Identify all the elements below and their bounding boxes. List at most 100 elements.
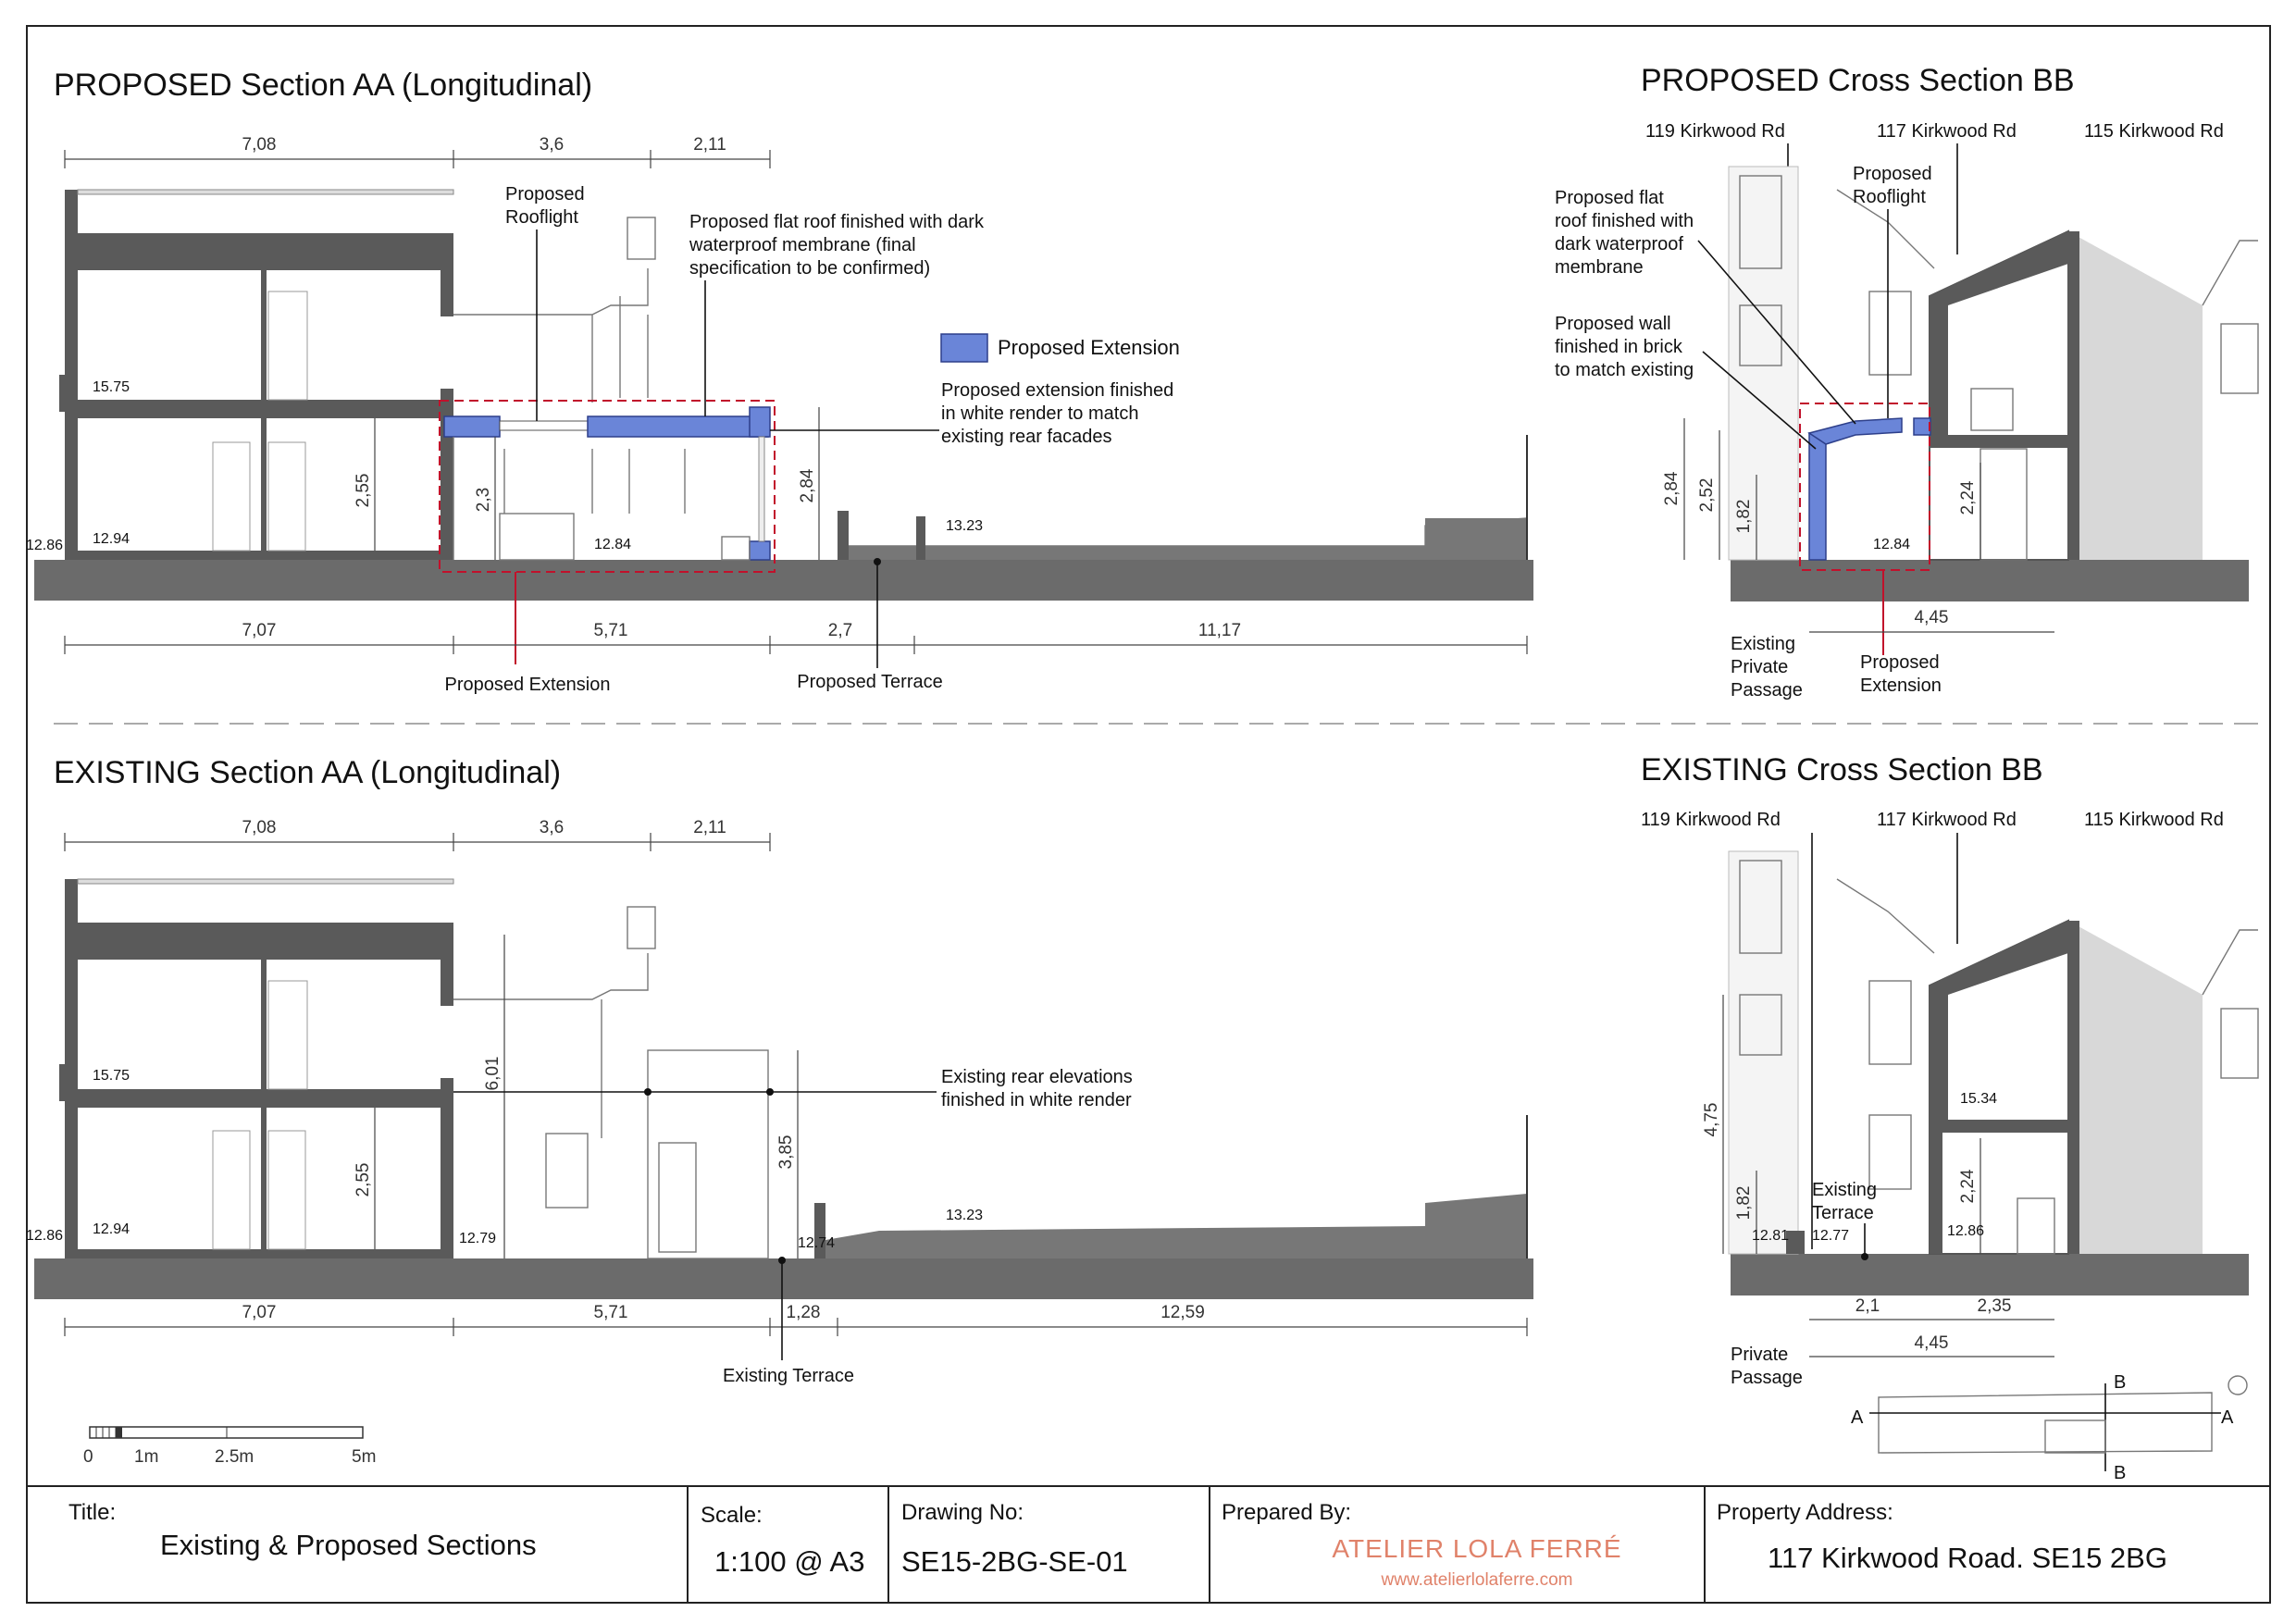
sheet-border (26, 25, 2271, 1604)
dim-label: 7,07 (242, 1303, 277, 1322)
existing-aa-title: EXISTING Section AA (Longitudinal) (54, 755, 561, 790)
dim-label: 2,3 (474, 488, 493, 512)
dim-label: 2,55 (354, 1163, 373, 1197)
dim-label: 1,82 (1734, 1186, 1754, 1221)
dim-label: 2,7 (828, 621, 852, 640)
proposed-section-aa: PROPOSED Section AA (Longitudinal) 7,08 … (26, 68, 1533, 695)
proposed-bb-title: PROPOSED Cross Section BB (1641, 63, 2075, 98)
level-mark: 12.74 (798, 1235, 835, 1251)
dim-label: 5,71 (594, 1303, 628, 1322)
title-value: Existing & Proposed Sections (160, 1529, 537, 1561)
level-mark: 13.23 (946, 518, 983, 534)
dim-label: 4,45 (1915, 608, 1949, 627)
ground-slab (1731, 560, 2249, 601)
level-mark: 15.75 (93, 1068, 130, 1084)
firm-website: www.atelierlolaferre.com (1381, 1570, 1573, 1590)
scale-tick: 1m (134, 1447, 158, 1467)
annotation: Private (1731, 1345, 1788, 1365)
annotation: Proposed flat (1555, 188, 1664, 208)
annotation: in white render to match (941, 403, 1138, 424)
main-house-section (59, 189, 454, 560)
proposed-aa-top-dims: 7,08 3,6 2,11 (64, 135, 771, 168)
annotation: Proposed Terrace (797, 672, 943, 692)
level-mark: 15.34 (1960, 1091, 1997, 1107)
dim-label: 4,45 (1915, 1333, 1949, 1353)
existing-section-bb: EXISTING Cross Section BB 119 Kirkwood R… (1641, 752, 2259, 1388)
scale-tick: 0 (83, 1447, 93, 1467)
existing-bb-title: EXISTING Cross Section BB (1641, 752, 2043, 787)
prepared-by-label: Prepared By: (1222, 1500, 1351, 1525)
firm-name: ATELIER LOLA FERRÉ (1332, 1534, 1621, 1563)
address-label: Property Address: (1717, 1500, 1893, 1525)
level-mark: 12.86 (26, 538, 63, 553)
scale-tick: 5m (352, 1447, 376, 1467)
dim-label: 1,82 (1734, 500, 1754, 534)
dim-label: 2,11 (693, 818, 726, 837)
proposed-aa-bottom-dims: 7,07 5,71 2,7 11,17 (64, 621, 1528, 654)
dim-label: 4,75 (1702, 1103, 1721, 1137)
proposed-section-bb: PROPOSED Cross Section BB 119 Kirkwood R… (1555, 63, 2259, 700)
level-mark: 12.94 (93, 1221, 130, 1237)
level-mark: 12.77 (1812, 1228, 1849, 1244)
rear-facade-outline (453, 217, 1528, 560)
annotation: dark waterproof (1555, 234, 1683, 254)
section-marker: A (1851, 1407, 1864, 1428)
annotation: waterproof membrane (final (689, 235, 916, 255)
annotation: Private (1731, 657, 1788, 677)
annotation: roof finished with (1555, 211, 1694, 231)
neighbour-label: 119 Kirkwood Rd (1641, 810, 1781, 830)
level-mark: 12.94 (93, 531, 130, 547)
dim-label: 7,07 (242, 621, 277, 640)
title-block: Title: Existing & Proposed Sections Scal… (27, 1485, 2270, 1603)
proposed-aa-heights: 2,55 2,3 2,84 (354, 407, 820, 560)
level-mark: 15.75 (93, 379, 130, 395)
level-mark: 13.23 (946, 1208, 983, 1223)
dim-label: 2,24 (1958, 480, 1978, 514)
scale-label: Scale: (701, 1503, 763, 1528)
annotation: Existing Terrace (723, 1366, 854, 1386)
dim-label: 7,08 (242, 818, 277, 837)
dim-label: 2,24 (1958, 1169, 1978, 1203)
level-mark: 12.86 (26, 1228, 63, 1244)
section-marker: B (2114, 1463, 2126, 1483)
dim-label: 3,6 (540, 135, 564, 155)
scale-bar: 0 1m 2.5m 5m (83, 1426, 376, 1467)
annotation: Proposed (1860, 652, 1940, 673)
dim-label: 2,84 (1662, 471, 1682, 505)
level-mark: 12.81 (1752, 1228, 1789, 1244)
proposed-wall-bb (1808, 432, 1827, 561)
annotation: Existing rear elevations (941, 1067, 1133, 1087)
extension-redline (439, 400, 776, 573)
dim-label: 2,55 (354, 474, 373, 508)
existing-section-aa: EXISTING Section AA (Longitudinal) 7,08 … (26, 755, 1533, 1386)
annotation: specification to be confirmed) (689, 258, 930, 279)
annotation: Proposed Extension (444, 675, 610, 695)
neighbour-label: 117 Kirkwood Rd (1877, 121, 2017, 142)
section-marker: A (2221, 1407, 2234, 1428)
key-plan: A A B B (1851, 1372, 2248, 1483)
dim-label: 2,52 (1697, 478, 1717, 513)
dim-label: 11,17 (1198, 621, 1241, 640)
legend-label: Proposed Extension (998, 336, 1180, 359)
dim-label: 5,71 (594, 621, 628, 640)
title-label: Title: (68, 1500, 116, 1525)
scale-tick: 2.5m (215, 1447, 254, 1467)
proposed-aa-title: PROPOSED Section AA (Longitudinal) (54, 68, 592, 103)
neighbour-label: 115 Kirkwood Rd (2084, 810, 2224, 830)
annotation: Proposed wall (1555, 314, 1671, 334)
drawing-number-value: SE15-2BG-SE-01 (901, 1545, 1128, 1578)
level-mark: 12.84 (1873, 537, 1910, 552)
dim-label: 2,1 (1855, 1296, 1880, 1316)
ground-slab (34, 560, 1533, 601)
annotation: Existing (1812, 1180, 1877, 1200)
proposed-extension-aa (439, 400, 776, 664)
annotation: Proposed extension finished (941, 380, 1173, 401)
annotation: Proposed (505, 184, 585, 205)
annotation: Rooflight (1853, 187, 1926, 207)
annotation: Extension (1860, 676, 1942, 696)
dim-label: 7,08 (242, 135, 277, 155)
neighbour-label: 115 Kirkwood Rd (2084, 121, 2224, 142)
level-mark: 12.84 (594, 537, 631, 552)
level-mark: 12.86 (1947, 1223, 1984, 1239)
